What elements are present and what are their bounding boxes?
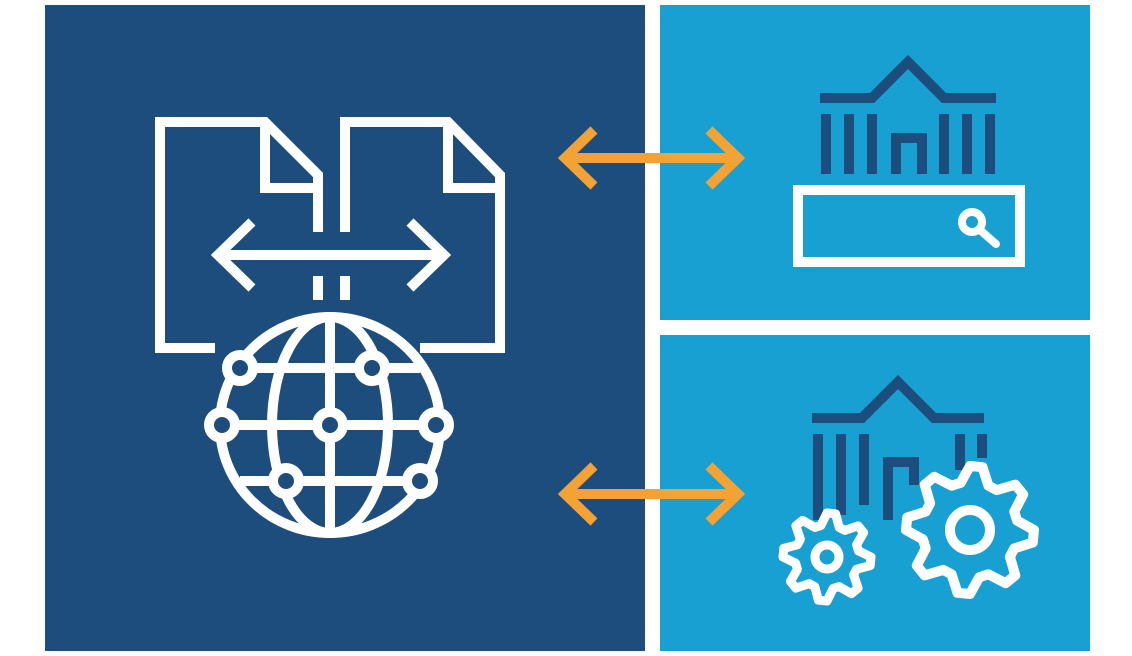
bidirectional-arrow-icon xyxy=(557,126,746,190)
magnifier-icon xyxy=(958,208,1000,248)
gear-icon xyxy=(901,461,1039,599)
gear-hole xyxy=(945,505,995,555)
gear-icon xyxy=(778,508,876,606)
globe-node xyxy=(312,407,348,443)
gear-hole xyxy=(810,540,844,574)
documents-icon xyxy=(155,117,505,353)
network-globe-icon xyxy=(204,312,454,538)
library-building-icon xyxy=(820,54,996,174)
globe-node xyxy=(418,407,454,443)
bidirectional-arrow-icon xyxy=(557,462,746,526)
library-building-icon xyxy=(812,374,987,520)
search-bar-icon xyxy=(793,185,1025,267)
gear-outline xyxy=(778,508,876,606)
globe-node xyxy=(354,350,390,386)
globe-node xyxy=(204,407,240,443)
globe-node xyxy=(268,463,304,499)
globe-node xyxy=(402,463,438,499)
globe-node xyxy=(222,350,258,386)
double-arrow-icon xyxy=(210,218,452,292)
gear-outline xyxy=(901,461,1039,599)
